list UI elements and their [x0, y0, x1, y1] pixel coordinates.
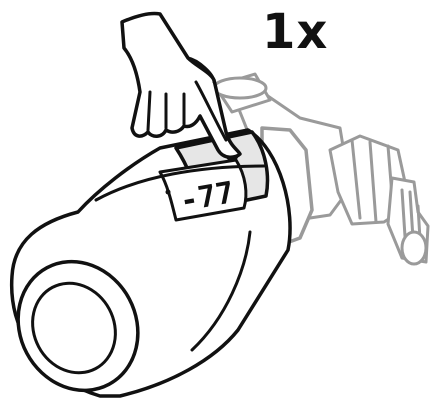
- indicator-dot: [165, 189, 171, 195]
- pointing-hand-icon: [120, 11, 242, 159]
- press-count-label: 1x: [262, 4, 329, 60]
- radiator-valve-icon: [212, 72, 430, 266]
- thermostat-head: [9, 126, 314, 398]
- cap-inner: [31, 281, 117, 375]
- lcd-window: [158, 158, 248, 222]
